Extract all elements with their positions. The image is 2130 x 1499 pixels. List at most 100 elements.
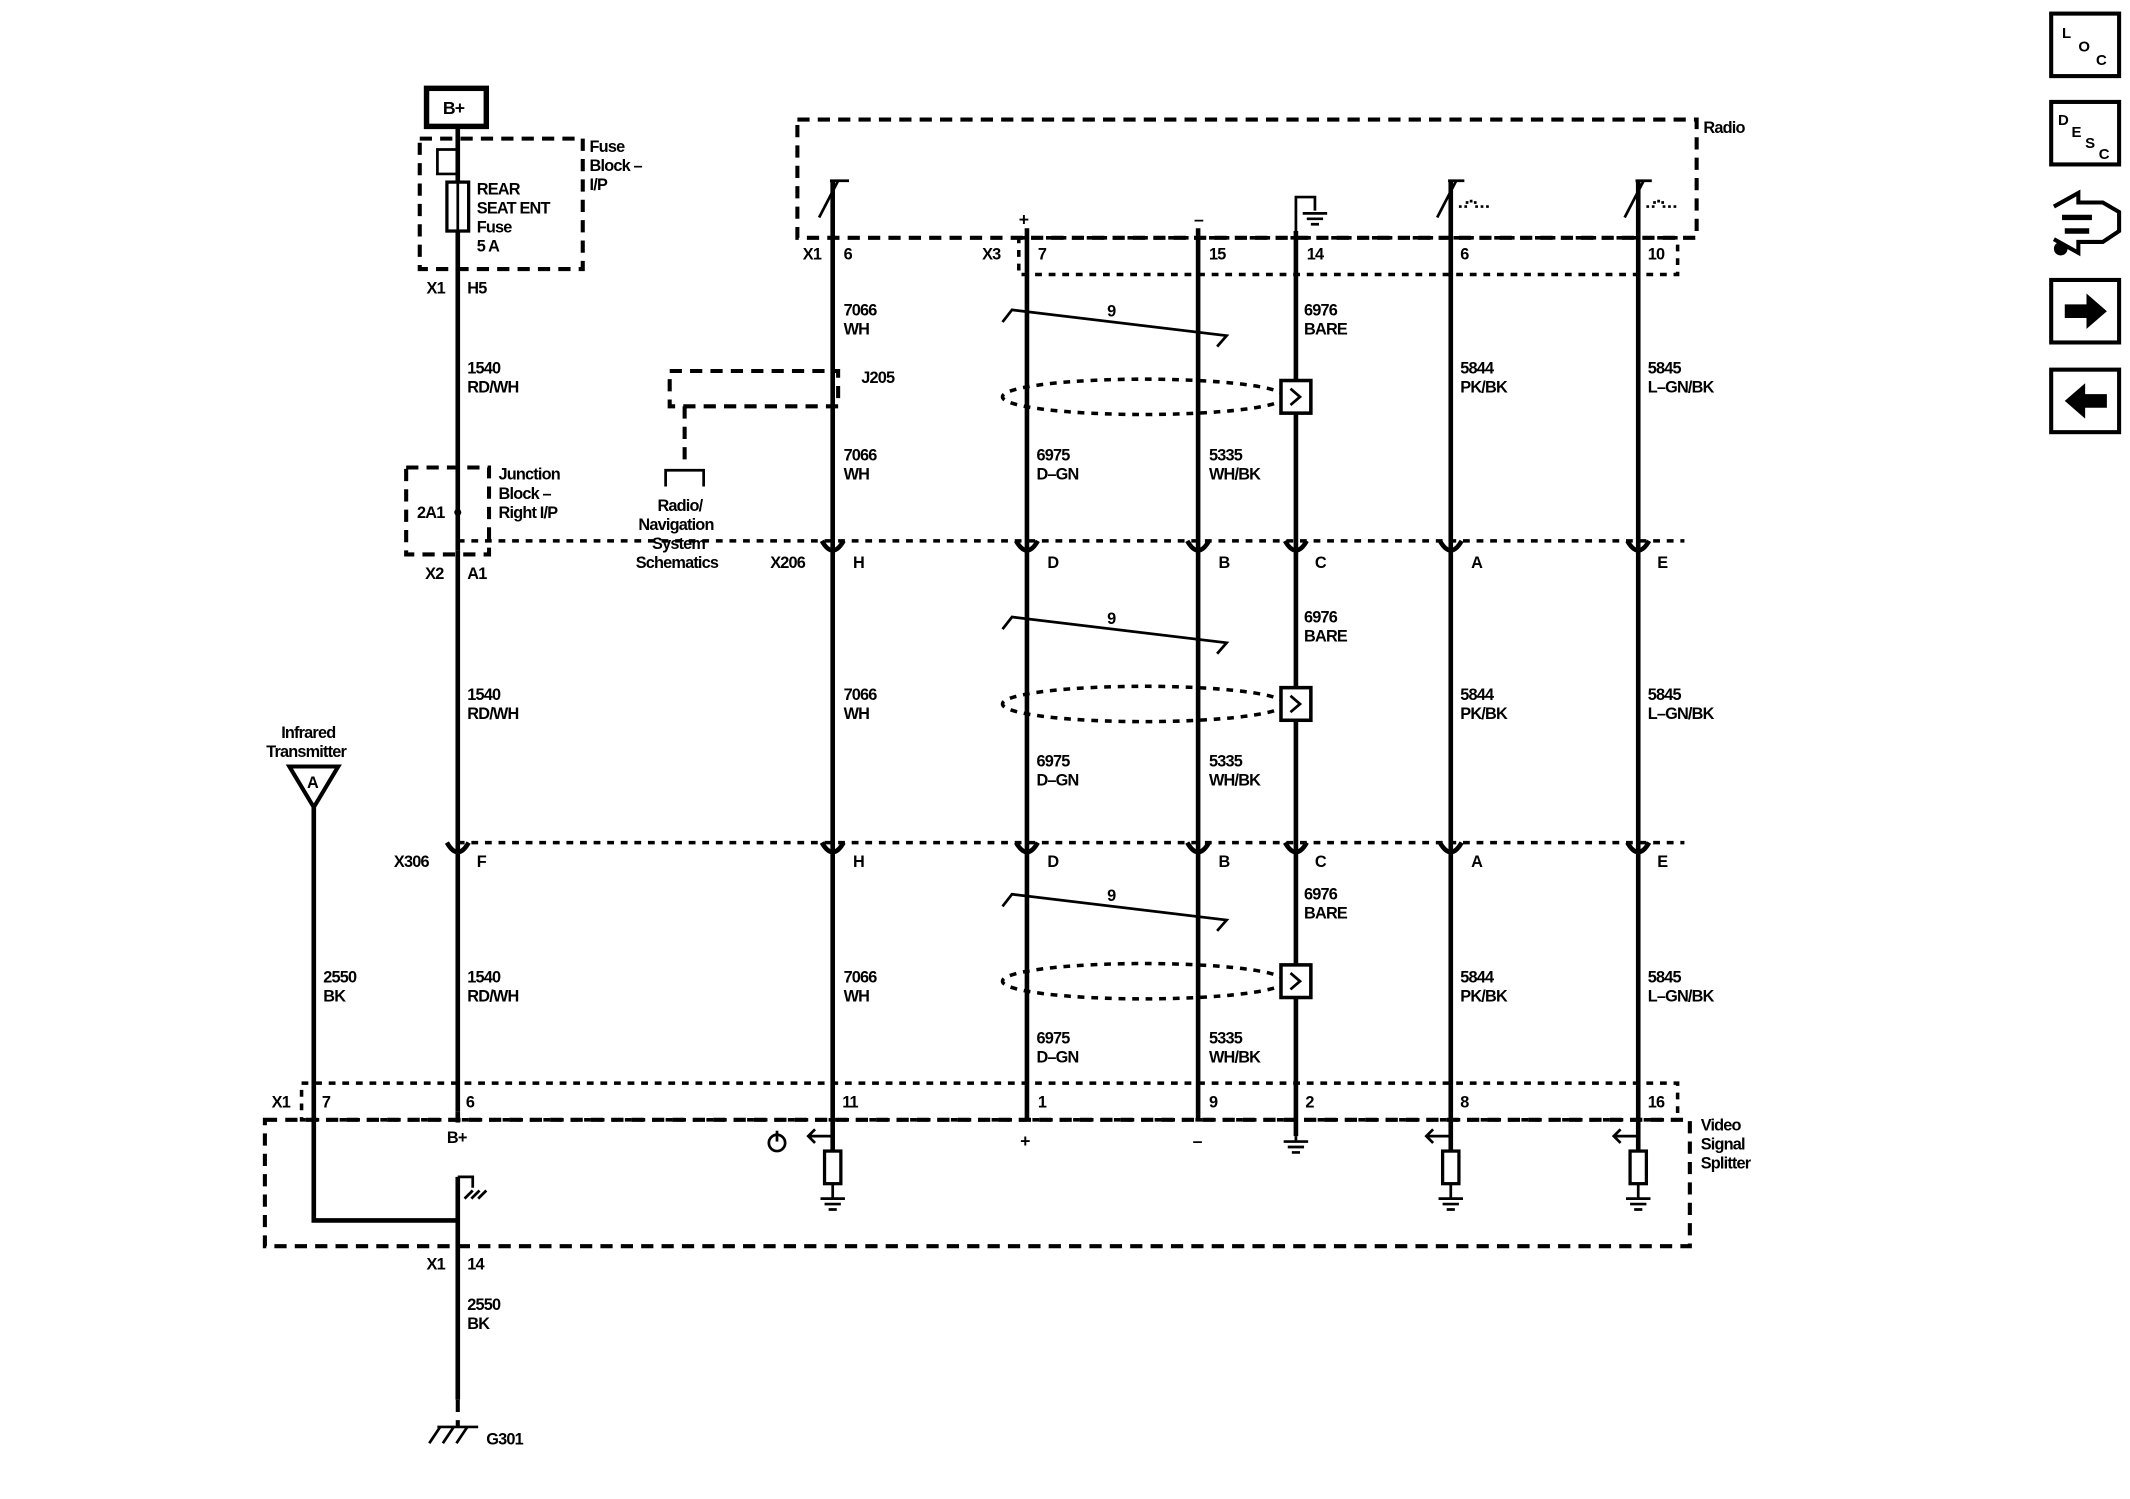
svg-text:5845: 5845 [1648, 360, 1682, 378]
svg-text:BARE: BARE [1304, 320, 1348, 338]
wrench-icon [2053, 241, 2068, 256]
location-button[interactable]: L O C [2049, 11, 2122, 79]
wire-label-5844: 5844 PK/BK [1460, 686, 1508, 723]
next-page-button[interactable] [2049, 277, 2122, 345]
description-button[interactable]: D E S C [2049, 99, 2122, 167]
wire-label-1540: 1540 RD/WH [467, 360, 519, 397]
svg-text:WH: WH [844, 988, 870, 1006]
svg-text:Fuse: Fuse [590, 138, 626, 156]
wire-label-5845: 5845 L–GN/BK [1648, 360, 1716, 397]
connector-x306-label: X306 [394, 853, 430, 871]
radio-connector-x3 [1017, 236, 1680, 277]
svg-text:2: 2 [1305, 1094, 1314, 1112]
svg-text:Radio/: Radio/ [657, 497, 703, 515]
twisted-pair-shield: 9 [1000, 887, 1313, 1001]
wire-label-6976: 6976 BARE [1304, 608, 1349, 645]
connector-x2-a1: X2 A1 [425, 565, 488, 583]
svg-text:REAR: REAR [477, 180, 521, 198]
ground-g301-label: G301 [486, 1431, 523, 1449]
svg-text:BK: BK [323, 988, 346, 1006]
svg-text:X1: X1 [427, 280, 446, 298]
wire-label-6976: 6976 BARE [1304, 886, 1349, 923]
svg-text:5845: 5845 [1648, 686, 1682, 704]
wire-label-2550: 2550 BK [467, 1296, 502, 1333]
svg-text:D–GN: D–GN [1036, 771, 1078, 789]
wire-label-7066: 7066 WH [844, 686, 879, 723]
svg-text:5335: 5335 [1209, 752, 1243, 770]
connector-end-view-button[interactable] [2052, 189, 2122, 257]
ground-symbol [1438, 1183, 1463, 1211]
svg-text:SEAT ENT: SEAT ENT [477, 199, 551, 217]
svg-text:D–GN: D–GN [1036, 1049, 1078, 1067]
wire-label-7066: 7066 WH [844, 447, 879, 484]
wire-label-5335: 5335 WH/BK [1209, 752, 1262, 789]
svg-text:A: A [307, 774, 319, 792]
svg-text:Block –: Block – [499, 485, 552, 503]
svg-text:BK: BK [467, 1315, 490, 1333]
svg-text:L–GN/BK: L–GN/BK [1648, 379, 1715, 397]
svg-text:B+: B+ [443, 98, 465, 118]
svg-text:7066: 7066 [844, 447, 878, 465]
inline-connector-symbols-x206 [819, 539, 1652, 553]
svg-text:5335: 5335 [1209, 1030, 1243, 1048]
svg-text:6975: 6975 [1036, 447, 1070, 465]
svg-text:8: 8 [1460, 1094, 1469, 1112]
svg-text:D: D [1047, 853, 1059, 871]
radio-navigation-schematics-ref[interactable]: Radio/ Navigation System Schematics [636, 497, 720, 572]
previous-page-button[interactable] [2049, 367, 2122, 435]
connector-x1-h5: X1 H5 [427, 280, 489, 298]
radio-nav-reference-arrow [664, 468, 706, 487]
inline-connector-symbols-x306 [444, 841, 1652, 855]
svg-text:RD/WH: RD/WH [467, 705, 518, 723]
battery-positive-source: B+ [423, 85, 490, 130]
svg-text:11: 11 [842, 1094, 858, 1112]
svg-text:14: 14 [467, 1255, 484, 1273]
ground-g301-symbol [428, 1425, 479, 1445]
svg-text:5 A: 5 A [477, 237, 500, 255]
svg-text:5335: 5335 [1209, 447, 1243, 465]
wire-label-7066: 7066 WH [844, 301, 879, 338]
splice-j205-label: J205 [861, 369, 895, 387]
svg-text:B: B [1218, 853, 1230, 871]
wire-label-6976: 6976 BARE [1304, 301, 1349, 338]
arrow-left-icon [1611, 1128, 1639, 1144]
junction-pin-2a1: 2A1 [417, 504, 445, 522]
svg-text:C: C [1315, 853, 1327, 871]
svg-text:6976: 6976 [1304, 301, 1338, 319]
svg-text:PK/BK: PK/BK [1460, 988, 1508, 1006]
svg-text:1540: 1540 [467, 686, 501, 704]
power-icon [767, 1130, 787, 1153]
svg-text:D–GN: D–GN [1036, 466, 1078, 484]
svg-text:WH/BK: WH/BK [1209, 771, 1261, 789]
svg-text:Video: Video [1701, 1117, 1742, 1135]
wire-label-5845: 5845 L–GN/BK [1648, 686, 1716, 723]
svg-text:System: System [652, 535, 705, 553]
svg-text:5845: 5845 [1648, 969, 1682, 987]
svg-text:6: 6 [1460, 246, 1469, 264]
svg-text:L–GN/BK: L–GN/BK [1648, 988, 1715, 1006]
wire-label-1540: 1540 RD/WH [467, 969, 519, 1006]
svg-text:X2: X2 [425, 565, 444, 583]
svg-text:5844: 5844 [1460, 360, 1494, 378]
svg-text:D: D [2058, 112, 2069, 129]
svg-text:1540: 1540 [467, 360, 501, 378]
svg-text:A1: A1 [467, 565, 487, 583]
infrared-transmitter-label: Infrared Transmitter [266, 724, 348, 761]
arrow-left-icon [2064, 383, 2107, 419]
plus-sign: + [1020, 1131, 1030, 1151]
wire-label-5335: 5335 WH/BK [1209, 1030, 1262, 1067]
fuse-block-ip [417, 136, 585, 272]
plus-sign: + [1019, 210, 1029, 230]
svg-text:6975: 6975 [1036, 1030, 1070, 1048]
svg-text:BARE: BARE [1304, 905, 1348, 923]
svg-text:WH: WH [844, 466, 870, 484]
svg-text:L: L [2062, 25, 2071, 42]
svg-text:WH/BK: WH/BK [1209, 466, 1261, 484]
svg-text:Navigation: Navigation [638, 516, 713, 534]
svg-text:PK/BK: PK/BK [1460, 705, 1508, 723]
arrow-left-icon [806, 1128, 833, 1144]
svg-text:6975: 6975 [1036, 752, 1070, 770]
resistor-symbol [1628, 1149, 1649, 1186]
fuse-bus-bar [436, 148, 458, 176]
